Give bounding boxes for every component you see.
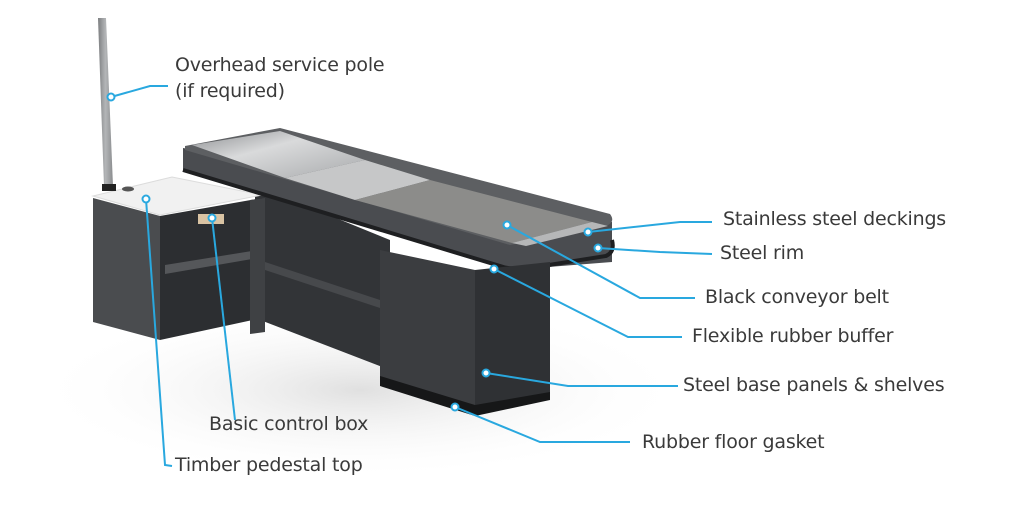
label-buffer: Flexible rubber buffer [692, 325, 894, 347]
stainless-deck-area [192, 131, 365, 178]
leader-dots [106, 92, 603, 412]
base-cabinet-front [380, 250, 475, 410]
pedestal-grommet [122, 186, 134, 192]
label-rim: Steel rim [720, 242, 805, 264]
leader-lines [110, 85, 713, 467]
control-dot [207, 213, 217, 223]
buffer-dot [489, 264, 499, 274]
leader-decking [587, 221, 712, 233]
label-base: Steel base panels & shelves [683, 374, 945, 396]
base-cabinet-side [475, 262, 550, 410]
pedestal-shelf [165, 250, 258, 274]
decking-dot [583, 227, 593, 237]
label-belt: Black conveyor belt [705, 286, 889, 308]
rear-cabinet-shelf [265, 262, 380, 308]
rim-dot [593, 243, 603, 253]
leader-timber [145, 198, 173, 467]
timber-dot [141, 194, 151, 204]
conveyor-belt [355, 180, 592, 243]
label-gasket: Rubber floor gasket [642, 431, 825, 453]
base-dot [481, 368, 491, 378]
leader-rim [597, 247, 713, 255]
leader-pole [110, 85, 168, 98]
label-timber: Timber pedestal top [175, 454, 363, 476]
overhead-service-pole [98, 18, 113, 186]
pole-dot [106, 92, 116, 102]
leader-buffer [493, 268, 682, 338]
leader-gasket [454, 406, 630, 443]
label-decking: Stainless steel deckings [723, 208, 947, 230]
belt-dot [502, 220, 512, 230]
pedestal-front-panel [93, 198, 160, 340]
leader-belt [506, 224, 695, 299]
pedestal-right-leg [250, 198, 265, 334]
pole-base [102, 184, 116, 191]
leader-control [211, 217, 236, 421]
label-control: Basic control box [209, 413, 369, 435]
label-pole-line2: (if required) [175, 80, 285, 102]
leader-base [485, 372, 678, 387]
gasket-dot [450, 402, 460, 412]
pedestal-side-open [160, 198, 262, 340]
stainless-deck-middle [285, 160, 430, 200]
rear-cabinet [255, 185, 390, 370]
label-pole-line1: Overhead service pole [175, 54, 385, 76]
rubber-floor-gasket-strip [380, 376, 550, 416]
